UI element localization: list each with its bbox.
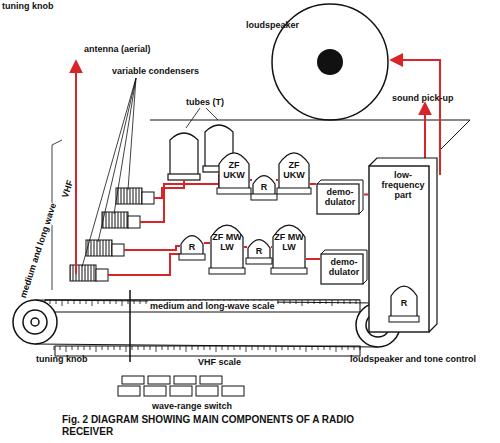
part-label: VHF bbox=[60, 179, 75, 199]
tube-symbol: R bbox=[390, 282, 418, 322]
wave-range-keys bbox=[118, 376, 244, 396]
component-label: R bbox=[252, 182, 276, 192]
part-label: VHF scale bbox=[196, 357, 243, 367]
tube-symbol: R bbox=[252, 172, 276, 200]
part-label: antenna (aerial) bbox=[84, 44, 151, 54]
part-label: tuning knob bbox=[2, 1, 54, 11]
component-label: R bbox=[247, 246, 271, 256]
tube-symbol: ZF UKW bbox=[278, 148, 310, 194]
component-label: ZF UKW bbox=[278, 160, 310, 180]
component-label: demo- dulator bbox=[320, 257, 368, 277]
demodulator-box: demo- dulator bbox=[320, 250, 368, 285]
component-label: low- frequency part bbox=[377, 170, 429, 200]
tuning-knob-drawing bbox=[13, 300, 57, 344]
leader-lines bbox=[46, 78, 218, 290]
signal-wire bbox=[250, 179, 252, 181]
signal-wire bbox=[310, 183, 316, 185]
part-label: loudspeaker bbox=[246, 20, 299, 30]
part-label: variable condensers bbox=[112, 66, 199, 76]
signal-wire bbox=[276, 179, 278, 181]
signal-wire bbox=[306, 258, 320, 260]
part-label: tubes (T) bbox=[186, 97, 224, 107]
signal-wire bbox=[271, 246, 272, 248]
signal-wire bbox=[204, 242, 210, 244]
part-label: wave-range switch bbox=[152, 401, 232, 411]
figure-caption: Fig. 2 DIAGRAM SHOWING MAIN COMPONENTS O… bbox=[62, 414, 362, 438]
scale-ticks bbox=[50, 300, 360, 352]
component-label: R bbox=[390, 298, 418, 308]
chassis-plate bbox=[35, 120, 470, 362]
variable-condensers bbox=[70, 188, 154, 281]
demodulator-box: demo- dulator bbox=[316, 180, 364, 215]
signal-wire bbox=[244, 246, 247, 248]
signal-wire bbox=[364, 194, 368, 196]
component-label: demo- dulator bbox=[316, 187, 364, 207]
speaker-magnet bbox=[317, 49, 343, 75]
tube-symbol: ZF UKW bbox=[218, 148, 250, 194]
part-label: medium and long-wave scale bbox=[148, 301, 277, 311]
component-label: R bbox=[180, 242, 204, 252]
component-label: ZF MW LW bbox=[210, 232, 244, 252]
component-label: ZF MW LW bbox=[272, 232, 306, 252]
tube-symbol: R bbox=[180, 232, 204, 260]
tube-symbol: ZF MW LW bbox=[210, 220, 244, 274]
tube-symbol: R bbox=[247, 236, 271, 264]
component-label: ZF UKW bbox=[218, 160, 250, 180]
part-label: loudspeaker and tone control bbox=[350, 354, 476, 364]
amplifier-box: low- frequency partR bbox=[368, 158, 438, 333]
tube-symbol: ZF MW LW bbox=[272, 220, 306, 274]
part-label: tuning knob bbox=[36, 354, 88, 364]
part-label: sound pick-up bbox=[392, 93, 454, 103]
